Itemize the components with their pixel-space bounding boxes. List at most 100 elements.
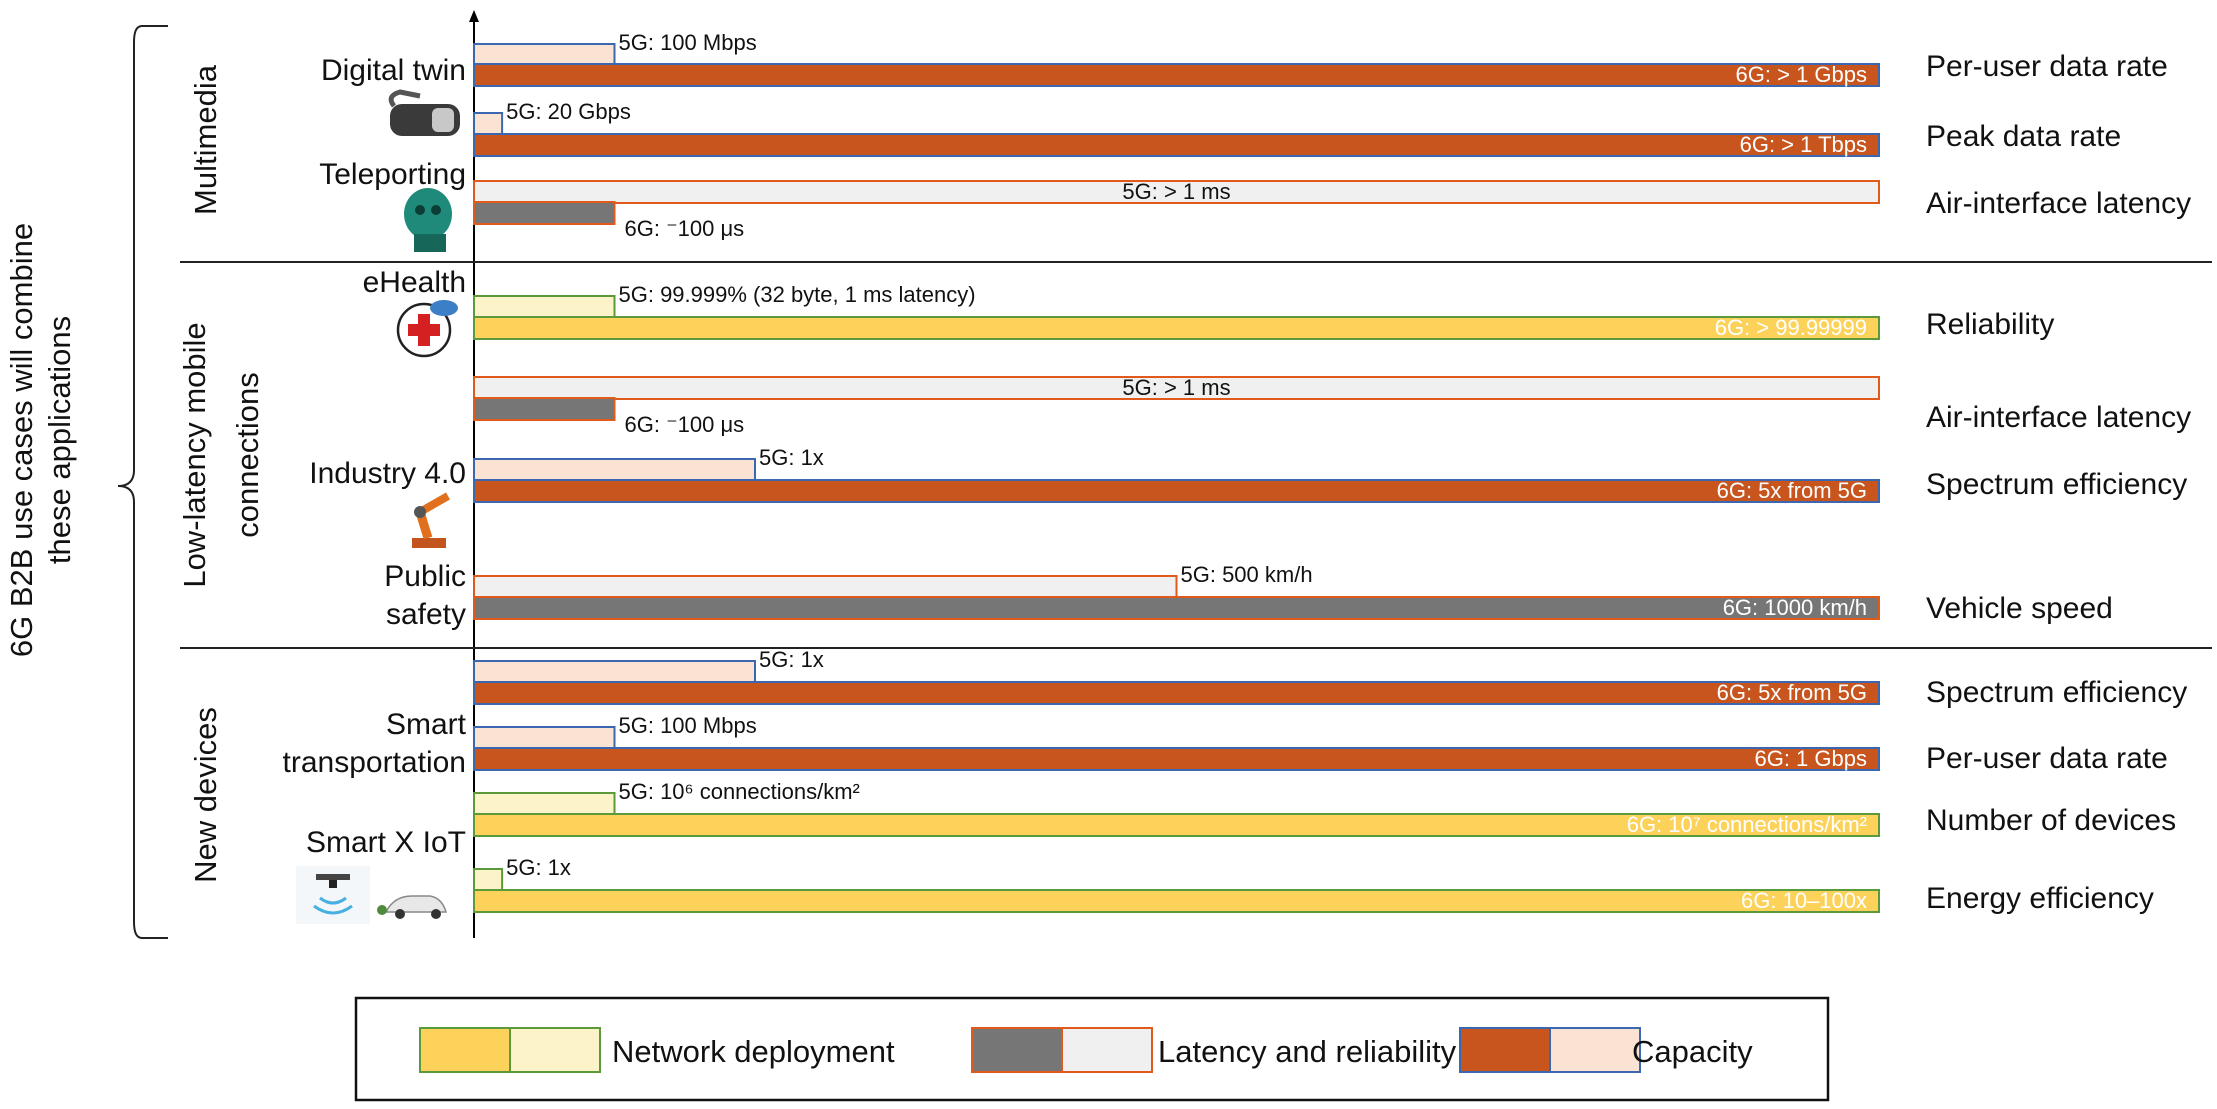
metric-label: Reliability — [1926, 308, 2054, 341]
bar-6g — [473, 479, 1880, 503]
bar-6g — [473, 889, 1880, 913]
bar-5g — [473, 112, 504, 136]
bar-6g — [473, 133, 1880, 157]
bar-6g-label: 6G: 1 Gbps — [1754, 746, 1867, 771]
bar-6g-label: 6G: 1000 km/h — [1723, 595, 1867, 620]
app-label: Public — [384, 560, 466, 593]
legend-item: Network deployment — [419, 1027, 895, 1073]
bar-6g-label: 6G: 10–100x — [1741, 888, 1867, 913]
eye — [431, 205, 441, 215]
bar-6g-label: 6G: 5x from 5G — [1717, 478, 1867, 503]
metric-label: Spectrum efficiency — [1926, 676, 2187, 709]
bar-5g — [473, 660, 756, 684]
side-title-line-2: these applications — [42, 316, 77, 564]
bar-6g — [473, 316, 1880, 340]
bar-5g-label: 5G: 500 km/h — [1181, 562, 1313, 587]
bar-5g-label: 5G: > 1 ms — [1122, 375, 1230, 400]
legend-label: Latency and reliability — [1158, 1034, 1457, 1069]
bar-5g-label: 5G: > 1 ms — [1122, 179, 1230, 204]
vr-lens — [432, 108, 454, 132]
bar-5g-label: 5G: 20 Gbps — [506, 99, 631, 124]
eye — [415, 205, 425, 215]
bar-5g — [473, 295, 616, 319]
bar-6g — [473, 397, 616, 421]
bar-5g — [473, 792, 616, 816]
metric-label: Per-user data rate — [1926, 50, 2168, 83]
robot-base — [412, 538, 446, 548]
bar-6g — [473, 63, 1880, 87]
app-label: Digital twin — [321, 54, 466, 87]
metric-label: Vehicle speed — [1926, 592, 2113, 625]
legend-swatch-6g — [419, 1027, 511, 1073]
metric-label: Energy efficiency — [1926, 882, 2154, 915]
drone-car-iot-icon — [296, 866, 447, 924]
bar-6g-label: 6G: 10⁷ connections/km² — [1627, 812, 1867, 837]
legend-swatch-5g — [509, 1027, 601, 1073]
bar-6g-label: 6G: ⁻100 μs — [625, 412, 745, 437]
car-wheel — [395, 909, 405, 919]
bar-5g-label: 5G: 10⁶ connections/km² — [619, 779, 860, 804]
app-label: Teleporting — [319, 158, 466, 191]
bar-6g — [473, 201, 616, 225]
legend-item: Capacity — [1459, 1027, 1753, 1073]
metric-label: Spectrum efficiency — [1926, 468, 2187, 501]
side-title-line-1: 6G B2B use cases will combine — [4, 223, 39, 657]
metric-label: Per-user data rate — [1926, 742, 2168, 775]
metric-label: Peak data rate — [1926, 120, 2121, 153]
legend-label: Network deployment — [612, 1034, 895, 1069]
bar-5g-label: 5G: 99.999% (32 byte, 1 ms latency) — [619, 282, 976, 307]
bar-5g — [473, 575, 1178, 599]
drone-cam — [329, 880, 337, 888]
bar-6g-label: 6G: ⁻100 μs — [625, 216, 745, 241]
bar-5g-label: 5G: 1x — [759, 647, 824, 672]
y-axis-arrow — [469, 10, 479, 22]
bar-6g — [473, 813, 1880, 837]
car-body — [384, 895, 447, 913]
app-label: transportation — [283, 746, 466, 779]
app-label: Smart — [386, 708, 467, 741]
legend-swatch-6g — [971, 1027, 1063, 1073]
plant — [377, 905, 387, 915]
bar-6g — [473, 596, 1880, 620]
app-label: safety — [386, 598, 466, 631]
bar-6g-label: 6G: > 1 Gbps — [1736, 62, 1867, 87]
app-label: Industry 4.0 — [309, 457, 466, 490]
robot-joint — [414, 506, 426, 518]
metric-label: Number of devices — [1926, 804, 2176, 837]
bar-6g — [473, 681, 1880, 705]
bar-6g-label: 6G: > 1 Tbps — [1740, 132, 1867, 157]
side-brace — [117, 25, 168, 939]
legend-swatch-5g — [1549, 1027, 1641, 1073]
metric-label: Air-interface latency — [1926, 187, 2191, 220]
legend-swatch-5g — [1061, 1027, 1153, 1073]
bar-5g-label: 5G: 1x — [506, 855, 571, 880]
bar-5g — [473, 868, 504, 892]
cross-h — [408, 324, 440, 336]
app-label: Smart X IoT — [306, 826, 466, 859]
app-icons — [296, 89, 460, 924]
neck-shape — [414, 234, 446, 252]
app-label: eHealth — [363, 266, 466, 299]
signal-wave — [313, 904, 353, 915]
hologram-head-icon — [404, 188, 452, 252]
bar-5g-label: 5G: 1x — [759, 445, 824, 470]
bar-5g — [473, 726, 616, 750]
bar-5g — [473, 458, 756, 482]
bar-6g-label: 6G: > 99.99999 — [1715, 315, 1867, 340]
drone-frame — [316, 874, 350, 880]
chart-legend: Network deployment Latency and reliabilit… — [354, 996, 1830, 1102]
vr-strap — [388, 89, 421, 108]
metric-label: Air-interface latency — [1926, 401, 2191, 434]
signal-wave — [319, 896, 347, 905]
cloud-shape — [430, 300, 458, 316]
robot-arm-icon — [412, 492, 450, 548]
bar-5g — [473, 376, 1880, 400]
bar-5g-label: 5G: 100 Mbps — [619, 30, 757, 55]
section-name: Multimedia — [188, 64, 223, 215]
bar-5g — [473, 180, 1880, 204]
bar-6g — [473, 747, 1880, 771]
